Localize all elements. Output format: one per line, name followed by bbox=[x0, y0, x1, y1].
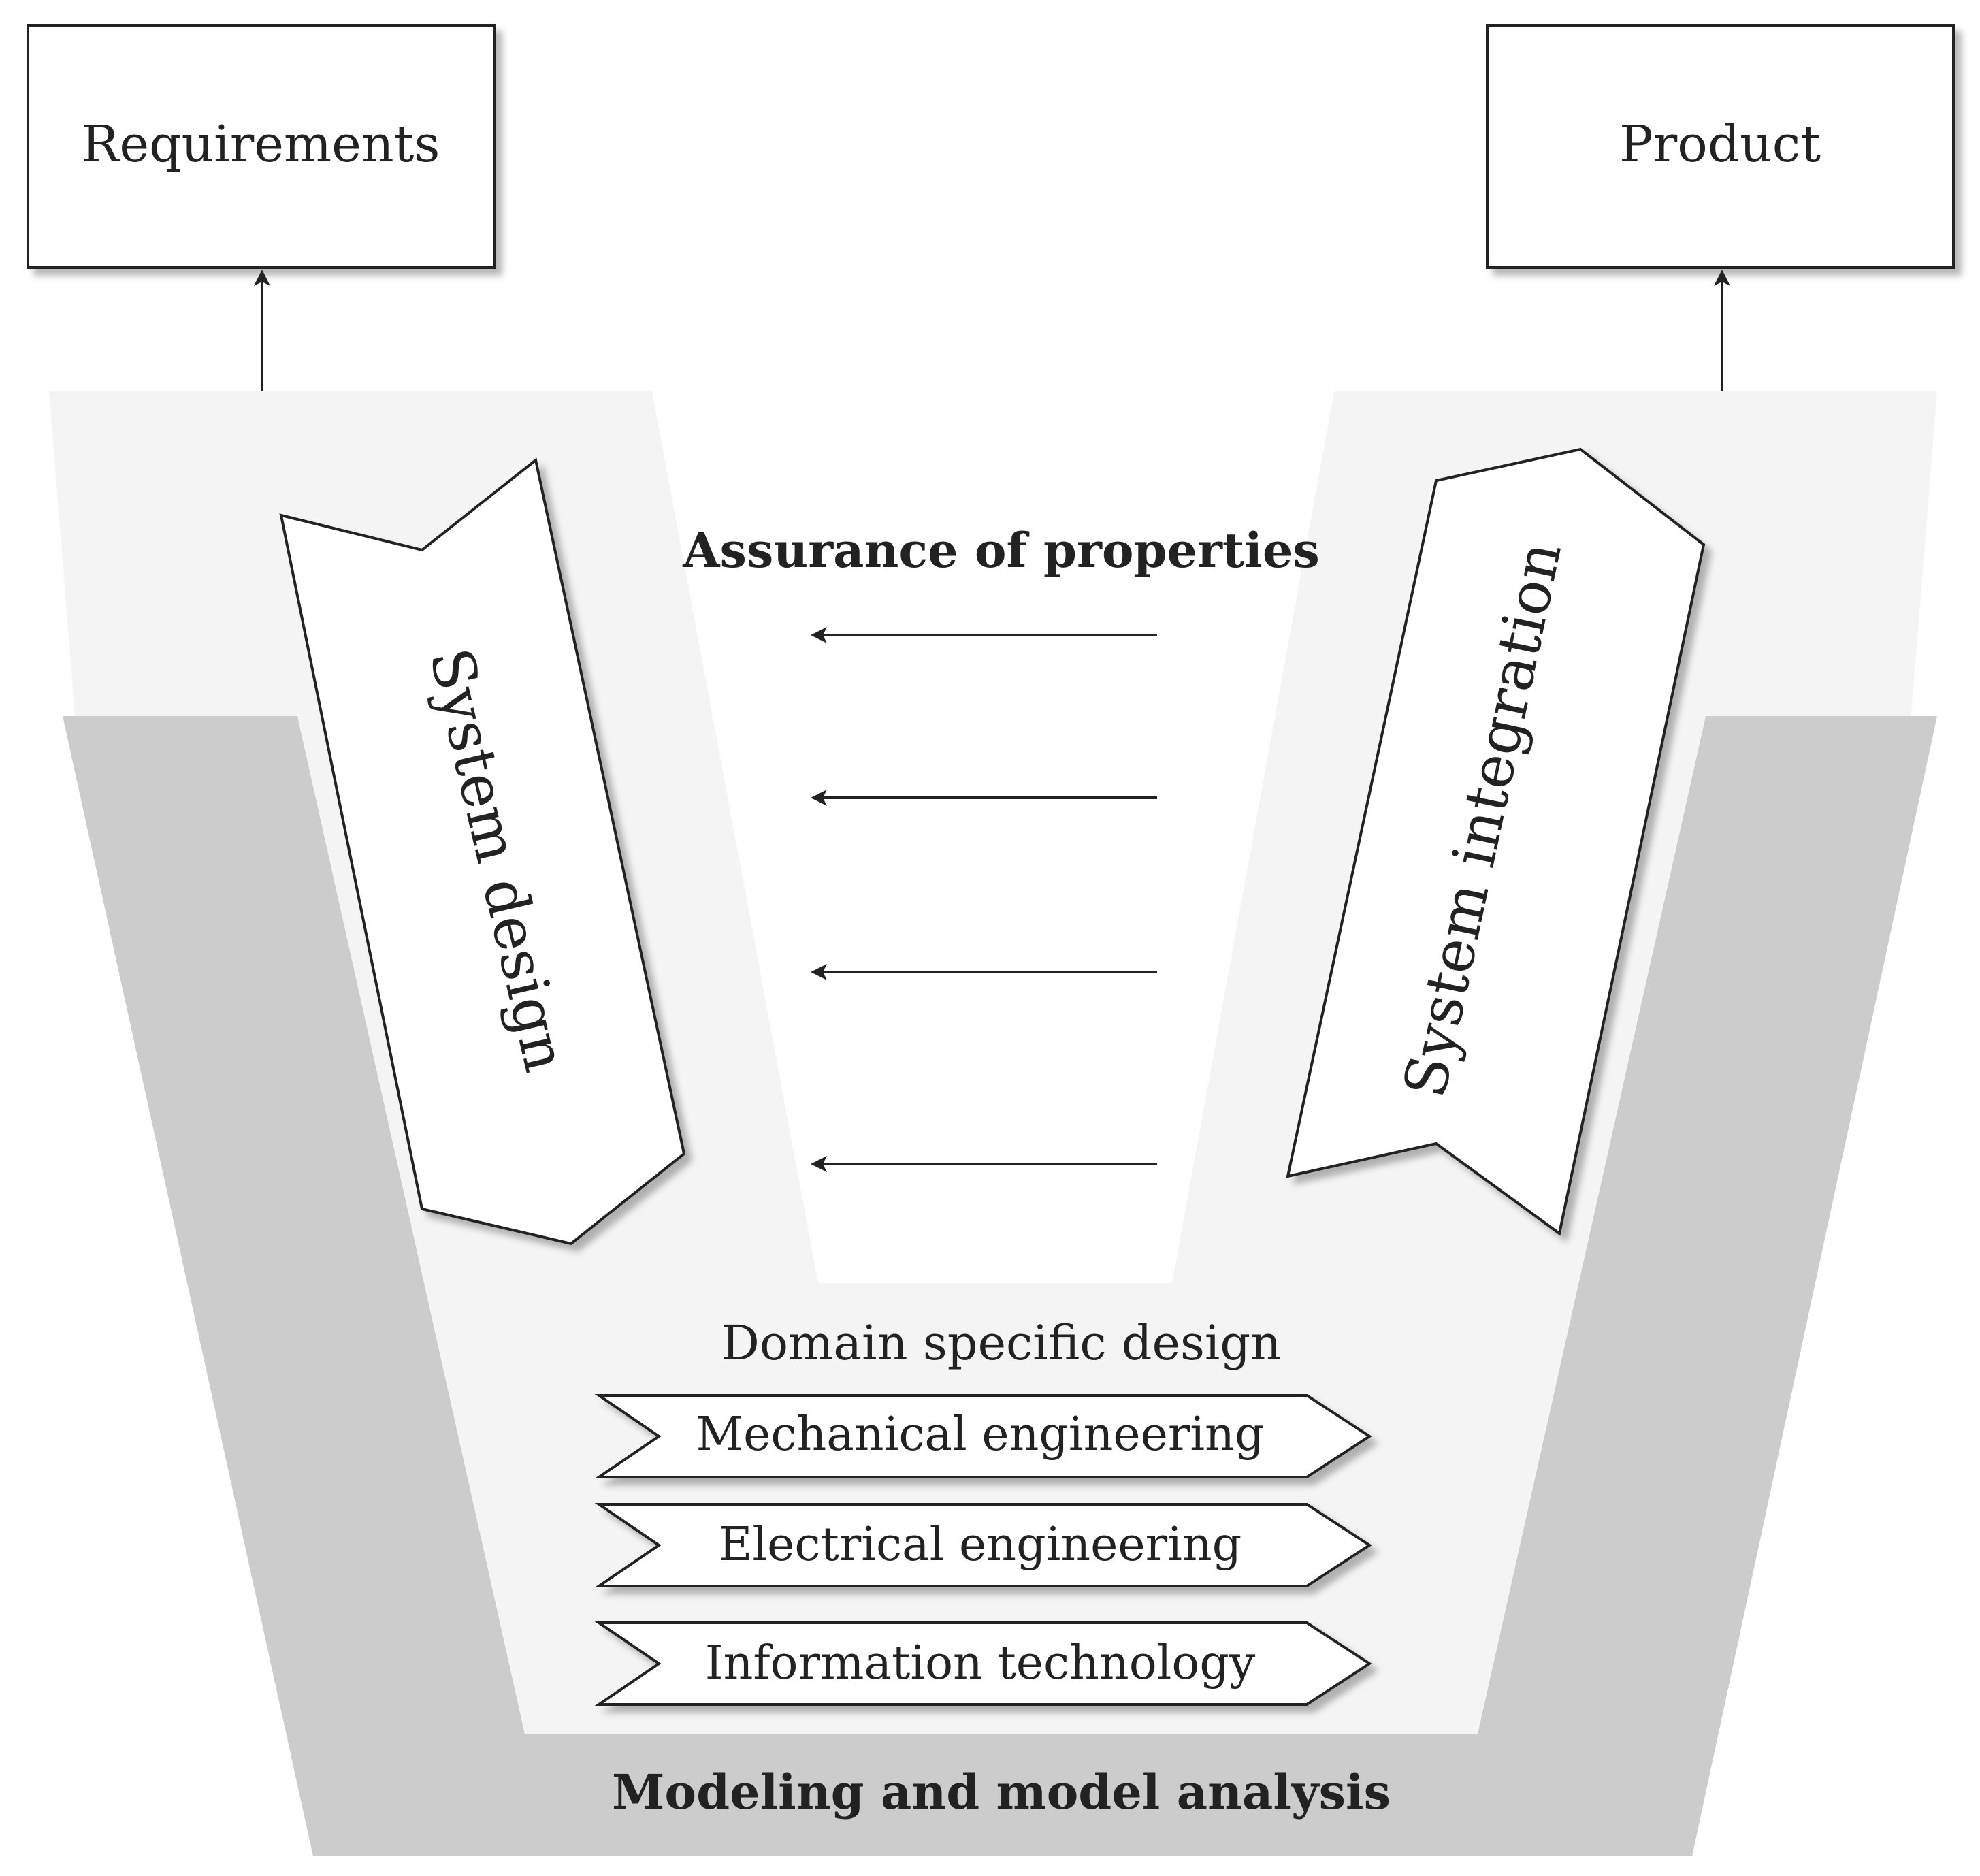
information-technology-chevron bbox=[594, 1621, 1372, 1706]
mechanical-engineering-chevron bbox=[594, 1394, 1372, 1478]
system-design-chevron bbox=[279, 457, 686, 1246]
modeling-label: Modeling and model analysis bbox=[612, 1764, 1391, 1820]
electrical-engineering-chevron bbox=[594, 1503, 1372, 1587]
product-label: Product bbox=[1619, 115, 1821, 174]
system-integration-chevron bbox=[1286, 447, 1706, 1236]
modeling-band bbox=[63, 716, 1937, 1856]
mechanical-engineering-label: Mechanical engineering bbox=[696, 1408, 1265, 1461]
product-box bbox=[1486, 24, 1955, 269]
information-technology-label: Information technology bbox=[705, 1636, 1256, 1690]
electrical-engineering-label: Electrical engineering bbox=[719, 1518, 1241, 1572]
requirements-box bbox=[27, 24, 496, 269]
domain-heading: Domain specific design bbox=[721, 1315, 1281, 1371]
requirements-label: Requirements bbox=[82, 115, 440, 174]
assurance-arrows bbox=[811, 627, 1157, 1172]
assurance-label: Assurance of properties bbox=[682, 522, 1320, 579]
